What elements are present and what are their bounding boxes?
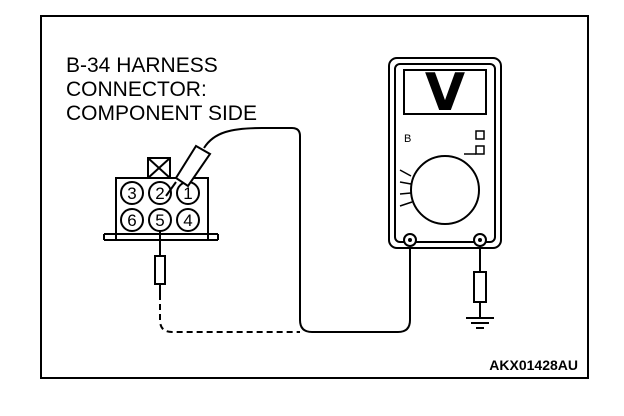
meter-selector-dial — [410, 155, 480, 225]
backprobe-pin — [154, 255, 166, 285]
pin-label-3: 3 — [127, 184, 136, 203]
dashed-harness-wire — [159, 294, 300, 333]
pin-4-circle — [176, 208, 200, 232]
diagram-frame — [40, 15, 589, 379]
negative-lead-to-ground — [466, 246, 494, 329]
pin-label-1: 1 — [183, 184, 192, 203]
title-line-2: CONNECTOR: — [66, 78, 207, 101]
pin-label-2: 2 — [155, 184, 164, 203]
positive-lead-wire — [203, 127, 411, 333]
title-line-3: COMPONENT SIDE — [66, 102, 257, 125]
harness-connector: 3 2 1 6 5 4 — [103, 157, 219, 241]
voltmeter: V B — [388, 57, 502, 249]
backprobe-lead — [154, 231, 300, 333]
positive-test-probe — [165, 127, 411, 333]
ground-probe — [473, 271, 487, 303]
meter-range-mark: B — [404, 133, 411, 145]
pin-label-6: 6 — [127, 211, 136, 230]
meter-display — [403, 69, 487, 115]
meter-switch-top — [475, 130, 485, 140]
meter-switch-bottom — [475, 145, 485, 155]
pin-label-4: 4 — [183, 211, 192, 230]
pin-2-circle — [148, 181, 172, 205]
pin-6-circle — [120, 208, 144, 232]
title-line-1: B-34 HARNESS — [66, 54, 218, 77]
meter-display-value: V — [425, 63, 465, 123]
pin-3-circle — [120, 181, 144, 205]
figure-code: AKX01428AU — [489, 357, 578, 373]
pin-label-5: 5 — [155, 211, 164, 230]
